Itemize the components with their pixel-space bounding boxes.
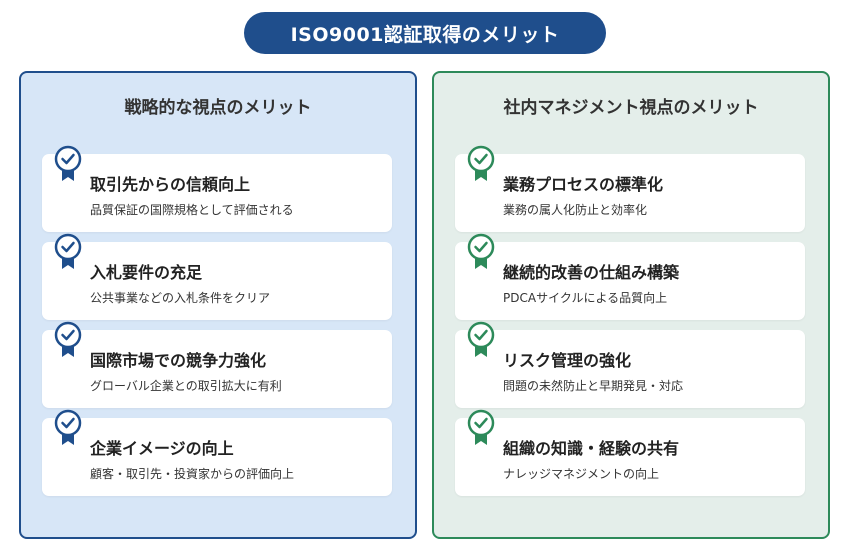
benefit-description: 顧客・取引先・投資家からの評価向上 bbox=[90, 467, 295, 481]
benefit-title: 国際市場での競争力強化 bbox=[90, 351, 267, 370]
panel-heading: 社内マネジメント視点のメリット bbox=[503, 98, 759, 118]
benefit-title: 入札要件の充足 bbox=[90, 263, 203, 282]
benefit-card: 国際市場での競争力強化 グローバル企業との取引拡大に有利 bbox=[42, 321, 392, 408]
benefit-card: リスク管理の強化 問題の未然防止と早期発見・対応 bbox=[455, 321, 805, 408]
main-title: ISO9001認証取得のメリット bbox=[244, 12, 606, 54]
badge-check-icon bbox=[467, 233, 495, 269]
benefit-card: 企業イメージの向上 顧客・取引先・投資家からの評価向上 bbox=[42, 409, 392, 496]
benefit-description: PDCAサイクルによる品質向上 bbox=[503, 291, 668, 305]
benefit-title: リスク管理の強化 bbox=[503, 351, 632, 370]
benefit-description: 問題の未然防止と早期発見・対応 bbox=[503, 379, 684, 393]
benefit-card: 組織の知識・経験の共有 ナレッジマネジメントの向上 bbox=[455, 409, 805, 496]
benefit-description: ナレッジマネジメントの向上 bbox=[503, 467, 660, 481]
benefit-description: 業務の属人化防止と効率化 bbox=[503, 203, 648, 217]
benefit-title: 組織の知識・経験の共有 bbox=[503, 439, 680, 458]
benefit-title: 企業イメージの向上 bbox=[90, 439, 234, 458]
badge-check-icon bbox=[54, 321, 82, 357]
badge-check-icon bbox=[467, 409, 495, 445]
benefit-title: 業務プロセスの標準化 bbox=[503, 175, 664, 194]
benefit-card: 入札要件の充足 公共事業などの入札条件をクリア bbox=[42, 233, 392, 320]
strategic-benefits-panel: 戦略的な視点のメリット 取引先からの信頼向上 品質保証の国際規格として評価される… bbox=[19, 71, 417, 539]
management-benefits-panel: 社内マネジメント視点のメリット 業務プロセスの標準化 業務の属人化防止と効率化 … bbox=[432, 71, 830, 539]
badge-check-icon bbox=[54, 409, 82, 445]
benefit-description: グローバル企業との取引拡大に有利 bbox=[90, 379, 282, 393]
benefit-card: 取引先からの信頼向上 品質保証の国際規格として評価される bbox=[42, 145, 392, 232]
panel-heading: 戦略的な視点のメリット bbox=[124, 98, 312, 118]
benefit-description: 品質保証の国際規格として評価される bbox=[90, 203, 294, 217]
benefit-description: 公共事業などの入札条件をクリア bbox=[90, 291, 271, 305]
badge-check-icon bbox=[467, 145, 495, 181]
benefit-card: 業務プロセスの標準化 業務の属人化防止と効率化 bbox=[455, 145, 805, 232]
badge-check-icon bbox=[54, 145, 82, 181]
benefit-title: 継続的改善の仕組み構築 bbox=[503, 263, 680, 282]
benefit-title: 取引先からの信頼向上 bbox=[90, 175, 251, 194]
badge-check-icon bbox=[467, 321, 495, 357]
benefit-card: 継続的改善の仕組み構築 PDCAサイクルによる品質向上 bbox=[455, 233, 805, 320]
badge-check-icon bbox=[54, 233, 82, 269]
